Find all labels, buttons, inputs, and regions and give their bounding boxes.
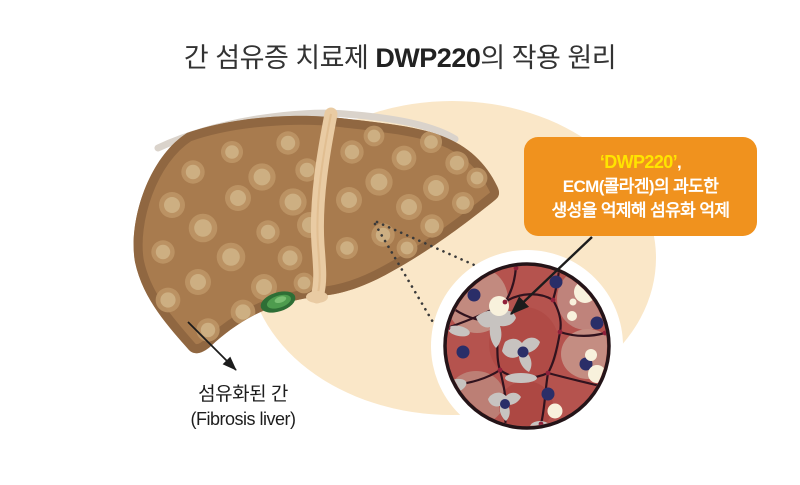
title-suffix: 의 작용 원리 <box>480 43 617 73</box>
callout-drug-name: ‘DWP220’ <box>599 152 678 172</box>
callout-arrow <box>510 236 593 315</box>
liver-label-english: (Fibrosis liver) <box>190 409 296 429</box>
callout-line1: ‘DWP220’, <box>599 150 682 175</box>
title-prefix: 간 섬유증 치료제 <box>183 43 376 73</box>
title-drug-name: DWP220 <box>375 43 481 73</box>
liver-label-korean: 섬유화된 간 <box>198 384 288 405</box>
fibrotic-liver-illustration <box>133 107 500 354</box>
callout-line3: 생성을 억제해 섬유화 억제 <box>551 201 730 220</box>
cell-nuclei <box>456 275 604 409</box>
callout-box: ‘DWP220’, ECM(콜라겐)의 과도한 생성을 억제해 섬유화 억제 <box>524 137 757 236</box>
fibrotic-tissue-micro-view <box>431 250 623 442</box>
liver-label: 섬유화된 간 (Fibrosis liver) <box>143 382 343 432</box>
micro-view-outline <box>443 262 611 430</box>
page-title: 간 섬유증 치료제 DWP220의 작용 원리 <box>0 36 800 75</box>
callout-line2: ECM(콜라겐)의 과도한 <box>562 177 719 196</box>
falciform-ligament <box>306 107 338 304</box>
magnifier-dotted-lines <box>373 220 483 331</box>
callout-comma: , <box>677 153 682 172</box>
gallbladder-icon <box>260 291 296 313</box>
liver-label-arrow <box>187 321 237 371</box>
liver-edge-shading <box>133 115 500 354</box>
